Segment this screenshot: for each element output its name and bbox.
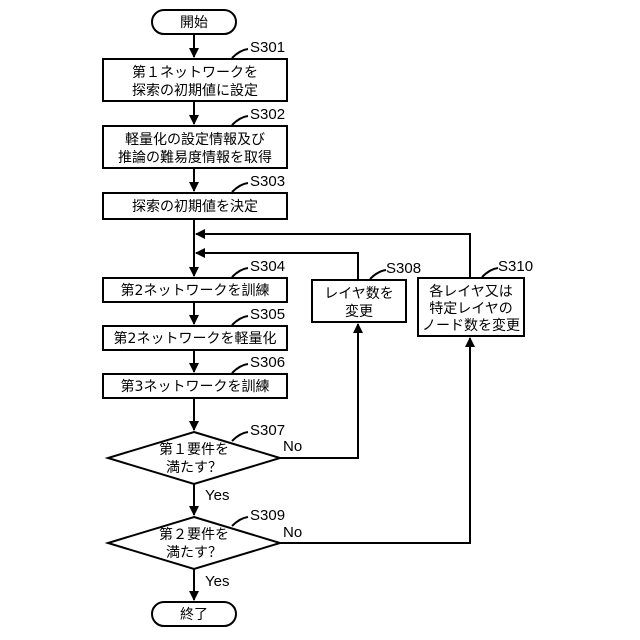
s304-leader (232, 268, 248, 277)
s309-no-label: No (283, 524, 302, 541)
s307-leader (232, 432, 248, 441)
s304-id: S304 (250, 258, 285, 275)
s307-yes-label: Yes (205, 487, 229, 504)
s307-line2: 満たす？ (166, 460, 222, 476)
s301-line2: 探索の初期値に設定 (132, 82, 258, 99)
s309-yes-label: Yes (205, 573, 229, 590)
s301-id: S301 (250, 39, 285, 56)
s306-id: S306 (250, 354, 285, 371)
s306-text: 第3ネットワークを訓練 (121, 378, 270, 395)
s308-line1: レイヤ数を (324, 286, 394, 302)
decision-s309: 第２要件を 満たす？ S309 (108, 507, 285, 569)
step-s308: レイヤ数を 変更 S308 (312, 260, 421, 322)
s306-leader (232, 364, 248, 373)
s302-id: S302 (250, 106, 285, 123)
s304-text: 第2ネットワークを訓練 (121, 282, 270, 299)
s302-line2: 推論の難易度情報を取得 (118, 149, 272, 166)
connector-s309-no-s310 (280, 338, 470, 543)
s307-id: S307 (250, 422, 285, 439)
s305-id: S305 (250, 306, 285, 323)
s308-leader (370, 270, 386, 279)
s303-leader (232, 183, 248, 192)
s310-line1: 各レイヤ又は (429, 284, 513, 300)
s301-leader (232, 49, 248, 58)
s310-line2: 特定レイヤの (429, 301, 513, 317)
s302-leader (232, 116, 248, 125)
s302-line1: 軽量化の設定情報及び (125, 132, 265, 148)
s301-line1: 第１ネットワークを (132, 64, 258, 81)
step-s310: 各レイヤ又は 特定レイヤの ノード数を変更 S310 (418, 258, 533, 336)
s307-line1: 第１要件を (159, 441, 229, 458)
start-label: 開始 (180, 15, 208, 31)
s309-id: S309 (250, 507, 285, 524)
start-terminal: 開始 (152, 10, 236, 34)
decision-s307: 第１要件を 満たす？ S307 (108, 422, 285, 484)
s310-leader (482, 268, 498, 277)
s308-id: S308 (386, 260, 421, 277)
s309-line2: 満たす？ (166, 545, 222, 561)
s307-no-label: No (283, 438, 302, 455)
end-label: 終了 (180, 607, 208, 623)
s303-id: S303 (250, 173, 285, 190)
s303-text: 探索の初期値を決定 (132, 198, 258, 215)
end-terminal: 終了 (152, 602, 236, 626)
s305-text: 第2ネットワークを軽量化 (114, 330, 277, 347)
s310-line3: ノード数を変更 (422, 317, 520, 334)
s309-line1: 第２要件を (159, 526, 229, 543)
s305-leader (232, 316, 248, 325)
s310-id: S310 (498, 258, 533, 275)
s309-leader (232, 517, 248, 526)
s308-line2: 変更 (345, 303, 373, 320)
